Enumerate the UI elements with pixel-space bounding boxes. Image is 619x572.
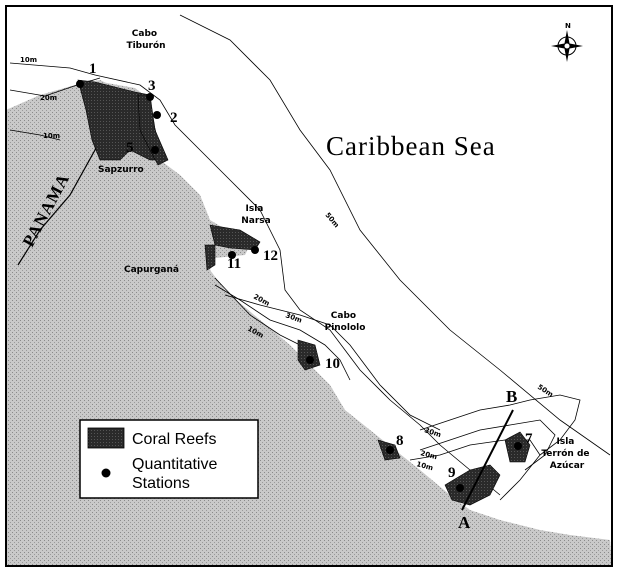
station-marker-2 [153, 111, 161, 119]
place-cabo-tiburon: Cabo Tiburón [126, 29, 165, 51]
station-label-1: 1 [89, 61, 97, 77]
isobath-10m-mid [214, 277, 301, 346]
reef-capurgana [204, 244, 216, 271]
station-markers [76, 80, 522, 492]
reef-pinololo [297, 339, 321, 371]
place-isla-terron-line2: Terrón de [541, 448, 589, 459]
place-isla-terron-line3: Azúcar [550, 461, 585, 471]
legend-stations-line2: Stations [132, 475, 190, 492]
place-isla-terron-line1: Isla [556, 437, 574, 447]
station-marker-12 [251, 246, 259, 254]
station-marker-9 [456, 484, 464, 492]
station-marker-10 [306, 356, 314, 364]
compass-center [563, 42, 571, 50]
place-capurgana: Capurganá [124, 265, 179, 275]
isobath-20m-mid [214, 284, 351, 381]
transect-label-b: B [506, 387, 517, 406]
place-cabo-tiburon-line2: Tiburón [126, 40, 165, 51]
isobath-50m [179, 14, 611, 456]
compass-north-label: N [565, 22, 571, 30]
depth-label-10m-b: 10m [43, 132, 60, 140]
station-marker-11 [228, 251, 236, 259]
station-label-7: 7 [525, 431, 533, 447]
station-marker-8 [386, 446, 394, 454]
station-label-3: 3 [148, 78, 156, 94]
place-cabo-pinololo-line2: Pinololo [325, 323, 366, 333]
transect-label-a: A [458, 513, 471, 532]
reef-station-9 [444, 464, 501, 506]
station-label-2: 2 [170, 110, 178, 126]
legend-reef-swatch [87, 427, 125, 449]
place-cabo-pinololo: Cabo Pinololo [325, 311, 366, 333]
station-label-10: 10 [325, 356, 340, 372]
station-label-11: 11 [227, 256, 241, 272]
map-frame [5, 5, 613, 567]
depth-label-20m-a: 20m [40, 94, 57, 102]
station-marker-1 [76, 80, 84, 88]
station-marker-7 [514, 442, 522, 450]
place-cabo-pinololo-line1: Cabo [331, 311, 356, 321]
isobath-30m-south [419, 394, 581, 456]
station-label-5: 5 [126, 140, 134, 156]
legend-station-dot [101, 468, 111, 478]
place-isla-narsa-line1: Isla [245, 204, 263, 214]
place-isla-narsa-line2: Narsa [241, 216, 270, 226]
sea-label: Caribbean Sea [326, 131, 496, 161]
station-label-9: 9 [448, 465, 456, 481]
station-label-12: 12 [263, 248, 278, 264]
legend-stations-line1: Quantitative [132, 456, 217, 473]
place-isla-narsa: Isla Narsa [241, 204, 270, 226]
isobath-20m-north [9, 77, 101, 97]
station-marker-5 [151, 146, 159, 154]
isobaths [9, 14, 611, 501]
isobath-10m-north [9, 62, 501, 496]
station-label-8: 8 [396, 433, 404, 449]
station-marker-3 [146, 93, 154, 101]
isobath-20m-south [419, 419, 556, 471]
legend-stations-label: Quantitative Stations [132, 456, 222, 492]
isobath-10m-west [9, 129, 61, 141]
legend-coral-reefs-label: Coral Reefs [132, 431, 216, 448]
compass-rose: N [551, 22, 583, 62]
place-cabo-tiburon-line1: Cabo [132, 29, 157, 39]
legend: Coral Reefs Quantitative Stations [79, 419, 259, 499]
place-sapzurro: Sapzurro [98, 165, 144, 175]
depth-label-10m-a: 10m [20, 56, 37, 64]
isobath-30m [224, 294, 441, 431]
place-isla-terron: Isla Terrón de Azúcar [541, 437, 592, 471]
transect-line [461, 409, 514, 511]
